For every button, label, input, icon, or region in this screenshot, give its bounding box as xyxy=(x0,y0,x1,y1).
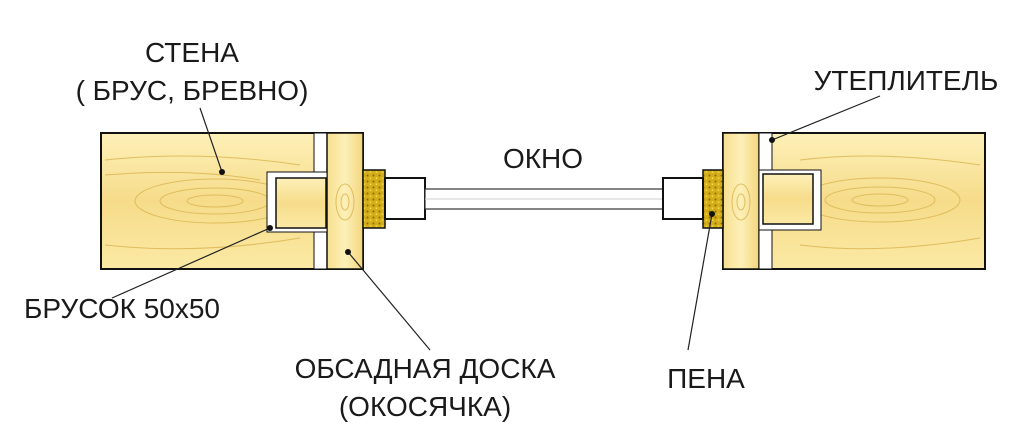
right-wall xyxy=(662,132,986,270)
label-window: ОКНО xyxy=(503,143,583,174)
left-bar-50x50 xyxy=(275,177,327,229)
leader-lines xyxy=(111,95,881,351)
label-casing-line1: ОБСАДНАЯ ДОСКА xyxy=(295,353,556,384)
label-bar: БРУСОК 50x50 xyxy=(24,293,220,324)
label-casing-line2: (ОКОСЯЧКА) xyxy=(339,391,511,422)
left-wall xyxy=(100,132,426,270)
right-casing-board xyxy=(722,132,760,270)
right-foam xyxy=(702,169,724,229)
left-foam xyxy=(362,169,386,229)
right-window-frame xyxy=(662,177,704,220)
right-bar-50x50 xyxy=(762,173,814,225)
label-insulation: УТЕПЛИТЕЛЬ xyxy=(814,65,999,96)
label-wall-line2: ( БРУС, БРЕВНО) xyxy=(76,75,309,106)
label-wall-line1: СТЕНА xyxy=(145,37,239,68)
left-casing-board xyxy=(326,132,364,270)
right-wall-grain xyxy=(799,155,981,250)
left-window-frame xyxy=(384,177,426,220)
label-foam: ПЕНА xyxy=(667,363,745,394)
